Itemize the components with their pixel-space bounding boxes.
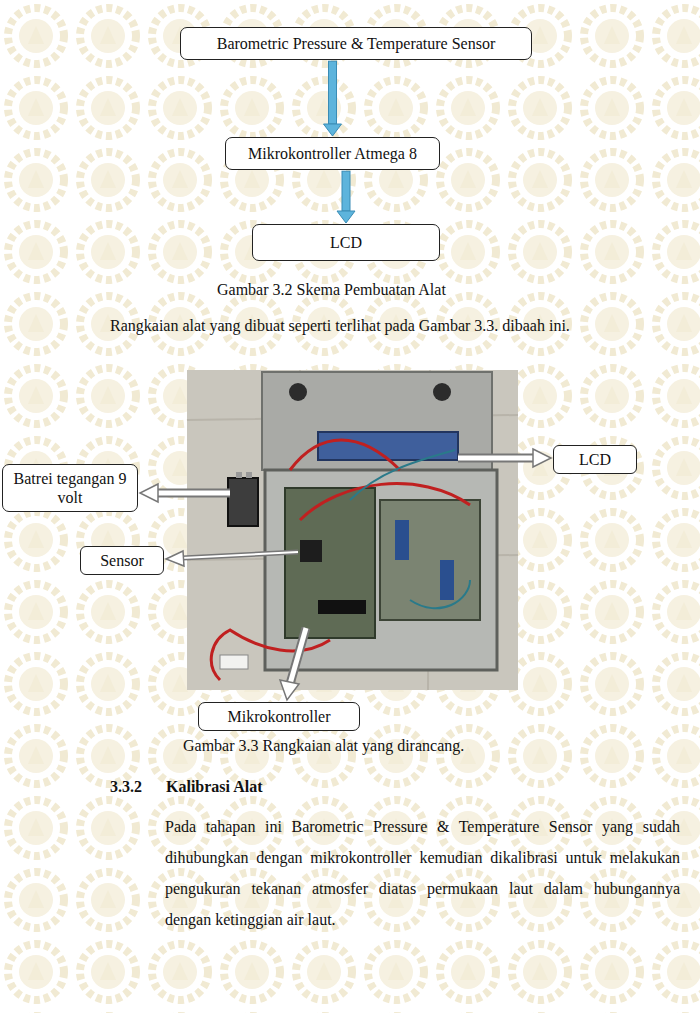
node-text: Sensor (87, 551, 157, 570)
photo-floor (187, 370, 518, 690)
process-box: Mikrokontroller Atmega 8 (225, 137, 440, 170)
wire (211, 440, 470, 680)
tile-joints (187, 370, 518, 690)
arrow-shaft (329, 61, 337, 124)
node-text: LCD (259, 233, 433, 252)
circuit-board (380, 500, 480, 620)
leader-line (156, 489, 230, 498)
callout-box: Mikrokontroller (198, 702, 360, 731)
leader-head (140, 484, 158, 502)
callout-box: LCD (553, 445, 637, 474)
leader-line (458, 456, 535, 461)
leader-line (290, 628, 306, 684)
leader-line (182, 552, 298, 558)
circuit-board (285, 488, 375, 638)
figure-caption: Gambar 3.2 Skema Pembuatan Alat (217, 280, 517, 300)
figure-caption: Gambar 3.3 Rangkaian alat yang dirancang… (183, 736, 583, 756)
body-text: Rangkaian alat yang dibuat seperti terli… (110, 316, 690, 336)
mcu-chip (318, 600, 366, 614)
case-lid (262, 372, 492, 470)
process-box: Barometric Pressure & Temperature Sensor (180, 27, 532, 60)
section-heading: Kalibrasi Alat (166, 777, 466, 797)
knob (433, 383, 451, 401)
section-number: 3.3.2 (110, 777, 160, 797)
leader-head (533, 449, 551, 467)
battery-terminal (236, 472, 242, 478)
node-text: Mikrokontroller (205, 707, 353, 726)
leader-line (182, 552, 298, 558)
callout-box: Sensor (80, 546, 164, 575)
leader-head (280, 680, 299, 700)
capacitor (395, 520, 409, 560)
arrow-head (337, 211, 355, 223)
leader-line (458, 454, 535, 463)
body-paragraph: Pada tahapan ini Barometric Pressure & T… (165, 811, 680, 935)
leader-head (166, 551, 184, 566)
flow-arrow (337, 171, 355, 223)
wire (350, 450, 470, 608)
connector-plug (220, 655, 248, 669)
node-text: Batrei tegangan 9 volt (9, 469, 131, 507)
battery (228, 478, 258, 526)
sensor-chip (300, 540, 322, 562)
arrow-head (324, 124, 342, 136)
leader-line (156, 491, 230, 496)
battery-terminal (246, 472, 252, 478)
capacitor (440, 560, 454, 600)
knob (289, 383, 307, 401)
process-box: LCD (252, 224, 440, 261)
node-text: LCD (560, 450, 630, 469)
leader-line (290, 628, 306, 684)
callout-box: Batrei tegangan 9 volt (2, 464, 138, 512)
flow-arrow (324, 61, 342, 136)
arrow-shaft (342, 171, 350, 211)
node-text: Mikrokontroller Atmega 8 (232, 144, 433, 163)
leader-arrows (140, 449, 551, 700)
node-text: Barometric Pressure & Temperature Sensor (187, 34, 525, 53)
